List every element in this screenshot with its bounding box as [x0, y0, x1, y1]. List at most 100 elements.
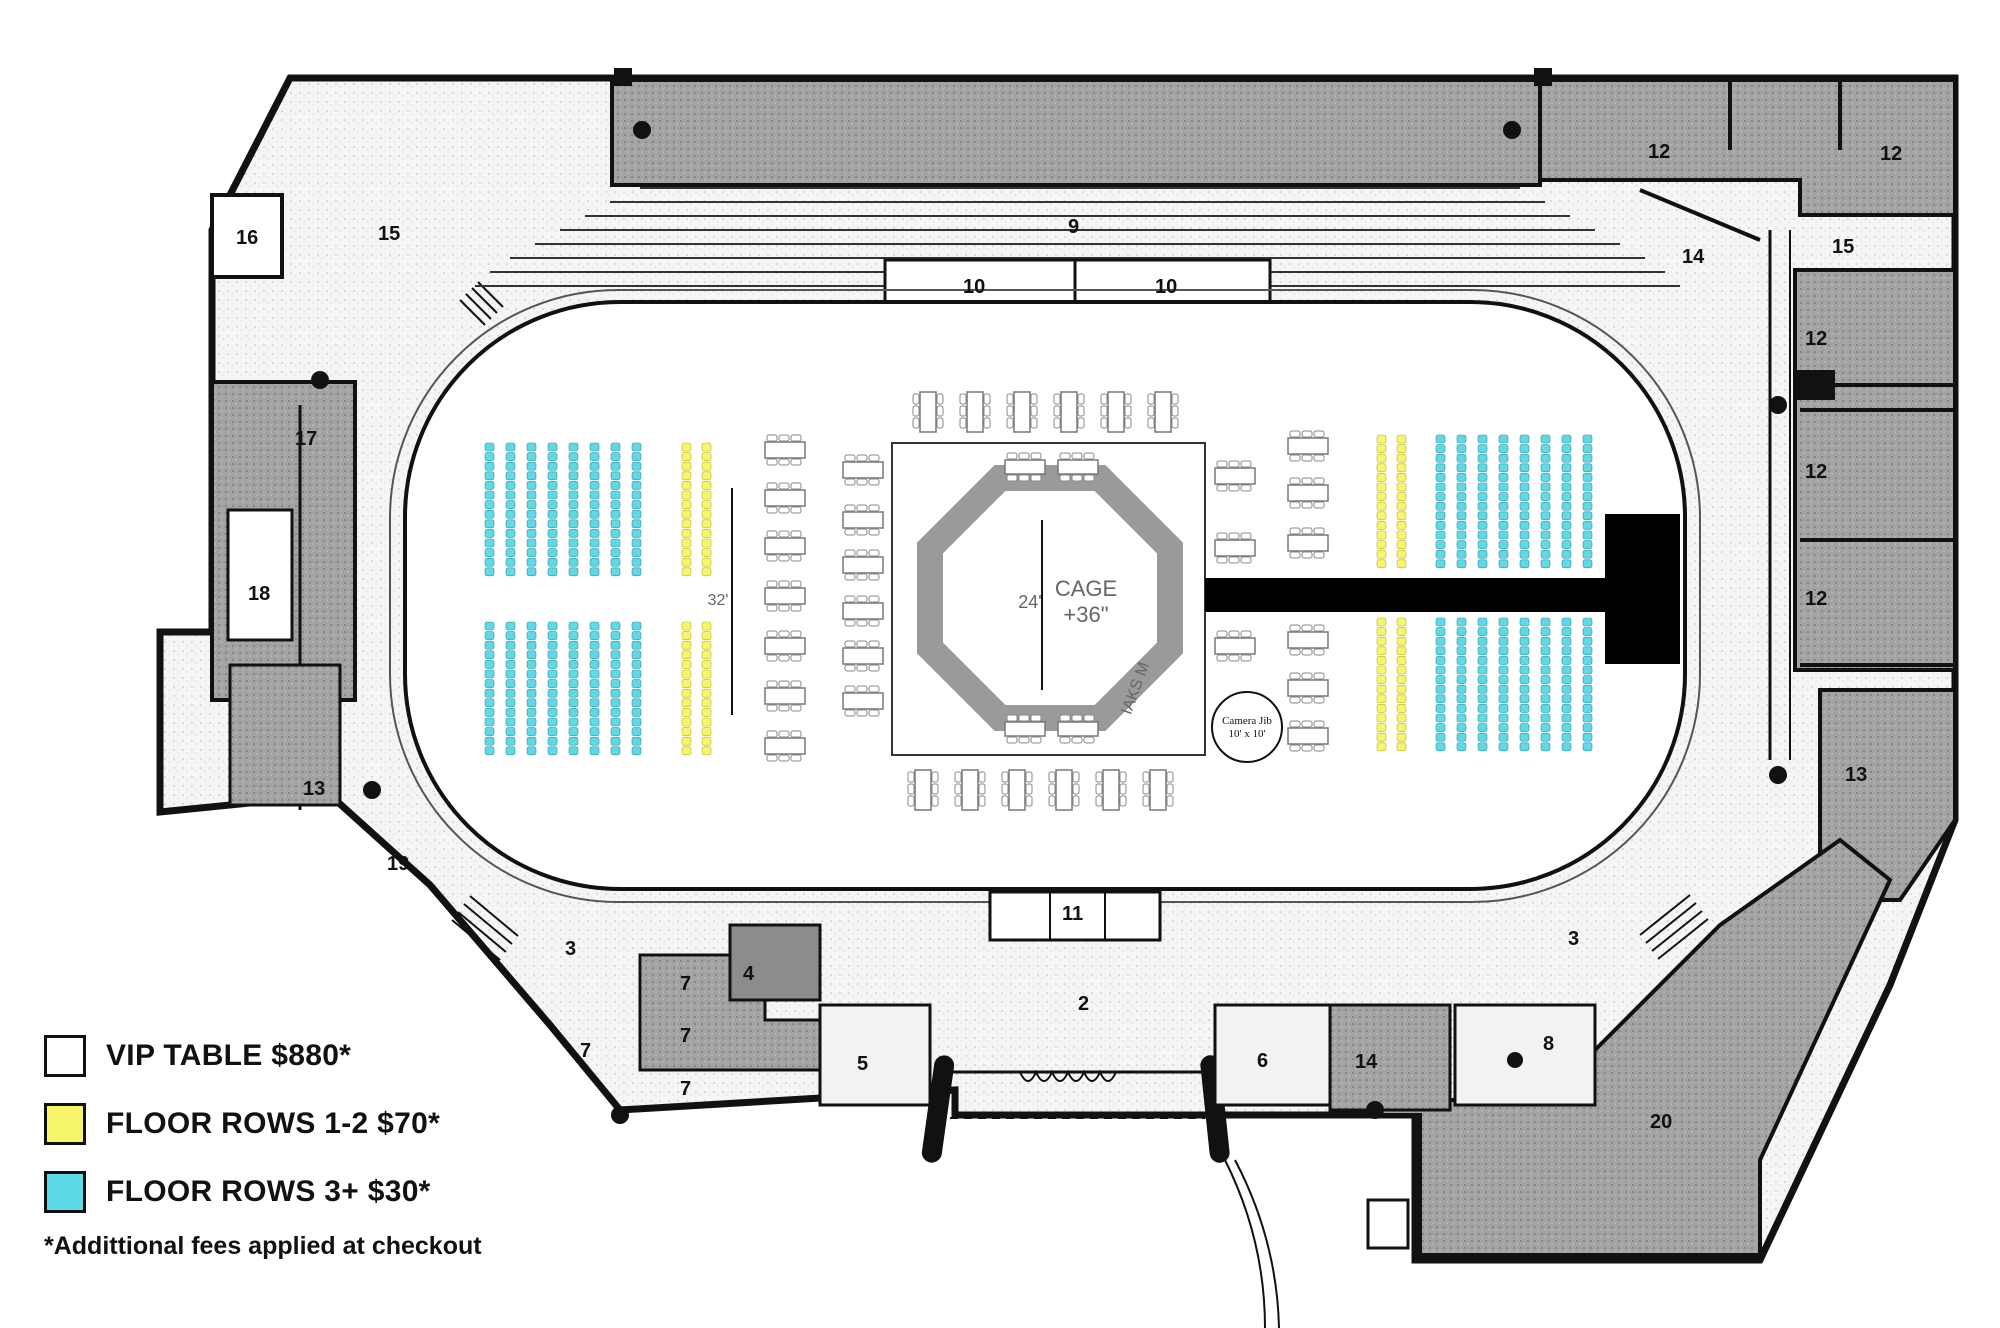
seat-row-left-upper-3[interactable]	[484, 442, 495, 577]
seat-row-left-upper-4[interactable]	[505, 442, 516, 577]
seat-row-left-lower-9[interactable]	[610, 621, 621, 756]
seat-row-left-lower-4[interactable]	[505, 621, 516, 756]
seat-row-left-lower-1[interactable]	[701, 621, 712, 756]
seat-row-right-lower-3[interactable]	[1435, 617, 1446, 752]
seat-row-left-lower-3[interactable]	[484, 621, 495, 756]
vip-table-34[interactable]	[1287, 720, 1329, 752]
vip-table-21[interactable]	[842, 504, 884, 536]
seat-row-right-upper-6[interactable]	[1498, 434, 1509, 569]
vip-table-14[interactable]	[764, 482, 806, 514]
seat-row-right-lower-2[interactable]	[1396, 617, 1407, 752]
seat-row-left-lower-8[interactable]	[589, 621, 600, 756]
seat-row-left-upper-7[interactable]	[568, 442, 579, 577]
stair-se	[1639, 894, 1709, 960]
seat-row-right-upper-4[interactable]	[1456, 434, 1467, 569]
vip-table-25[interactable]	[842, 685, 884, 717]
room-label-17: 17	[295, 428, 317, 450]
cage-label: CAGE	[1055, 576, 1117, 601]
seat-row-right-lower-5[interactable]	[1477, 617, 1488, 752]
vip-table-20[interactable]	[842, 454, 884, 486]
vip-table-30[interactable]	[1287, 477, 1329, 509]
room-6-block	[1213, 1003, 1332, 1107]
seat-row-right-upper-7[interactable]	[1519, 434, 1530, 569]
room-label-10-right: 10	[1155, 276, 1177, 298]
east-partitions	[1639, 80, 1955, 667]
room-label-10-left: 10	[963, 276, 985, 298]
legend-floor-rear: FLOOR ROWS 3+ $30*	[44, 1158, 604, 1226]
vip-table-2[interactable]	[959, 391, 991, 433]
vip-table-19[interactable]	[764, 730, 806, 762]
room-label-6: 6	[1257, 1050, 1268, 1072]
vip-table-16[interactable]	[764, 580, 806, 612]
vip-table-38[interactable]	[1057, 714, 1099, 744]
seat-row-left-upper-6[interactable]	[547, 442, 558, 577]
vip-table-5[interactable]	[1100, 391, 1132, 433]
seat-row-right-upper-8[interactable]	[1540, 434, 1551, 569]
vip-table-31[interactable]	[1287, 527, 1329, 559]
room-label-12b: 12	[1880, 143, 1902, 165]
seat-row-left-upper-5[interactable]	[526, 442, 537, 577]
section-11	[988, 890, 1162, 942]
vip-table-28[interactable]	[1214, 630, 1256, 662]
seat-row-left-lower-2[interactable]	[681, 621, 692, 756]
room-label-11: 11	[1062, 903, 1083, 925]
seat-row-right-lower-9[interactable]	[1561, 617, 1572, 752]
seat-row-left-upper-9[interactable]	[610, 442, 621, 577]
room-label-7d: 7	[680, 1078, 691, 1100]
seat-row-right-upper-10[interactable]	[1582, 434, 1593, 569]
seat-row-right-lower-6[interactable]	[1498, 617, 1509, 752]
vip-table-10[interactable]	[1048, 769, 1080, 811]
vip-table-6[interactable]	[1147, 391, 1179, 433]
vip-table-27[interactable]	[1214, 532, 1256, 564]
room-label-2: 2	[1078, 993, 1089, 1015]
seat-row-left-upper-10[interactable]	[631, 442, 642, 577]
vip-table-13[interactable]	[764, 434, 806, 466]
seat-row-right-lower-10[interactable]	[1582, 617, 1593, 752]
vip-table-29[interactable]	[1287, 430, 1329, 462]
vip-table-11[interactable]	[1095, 769, 1127, 811]
seat-row-left-lower-5[interactable]	[526, 621, 537, 756]
vip-table-1[interactable]	[912, 391, 944, 433]
vip-table-37[interactable]	[1004, 714, 1046, 744]
northeast-rooms	[1538, 78, 1957, 217]
vip-table-7[interactable]	[907, 769, 939, 811]
vip-table-22[interactable]	[842, 549, 884, 581]
seat-row-left-lower-6[interactable]	[547, 621, 558, 756]
vip-table-36[interactable]	[1057, 452, 1099, 482]
seat-row-right-upper-5[interactable]	[1477, 434, 1488, 569]
walkway	[1205, 578, 1605, 612]
seat-row-right-lower-7[interactable]	[1519, 617, 1530, 752]
legend-swatch-floor-rear	[44, 1171, 86, 1213]
seat-row-left-upper-2[interactable]	[681, 442, 692, 577]
seat-row-left-lower-7[interactable]	[568, 621, 579, 756]
seat-row-right-lower-4[interactable]	[1456, 617, 1467, 752]
vip-table-26[interactable]	[1214, 460, 1256, 492]
vip-table-9[interactable]	[1001, 769, 1033, 811]
seat-row-right-upper-9[interactable]	[1561, 434, 1572, 569]
room-label-8: 8	[1543, 1033, 1554, 1055]
seat-row-left-upper-8[interactable]	[589, 442, 600, 577]
vip-table-8[interactable]	[954, 769, 986, 811]
vip-table-35[interactable]	[1004, 452, 1046, 482]
seat-row-right-upper-1[interactable]	[1376, 434, 1387, 569]
vip-table-33[interactable]	[1287, 672, 1329, 704]
room-label-4: 4	[743, 963, 755, 985]
vip-table-32[interactable]	[1287, 624, 1329, 656]
vip-table-23[interactable]	[842, 595, 884, 627]
north-concourse	[610, 78, 1542, 187]
seat-row-left-lower-10[interactable]	[631, 621, 642, 756]
seat-row-right-lower-8[interactable]	[1540, 617, 1551, 752]
vip-table-3[interactable]	[1006, 391, 1038, 433]
vip-table-18[interactable]	[764, 680, 806, 712]
vip-table-24[interactable]	[842, 640, 884, 672]
seat-row-left-upper-1[interactable]	[701, 442, 712, 577]
vip-table-4[interactable]	[1053, 391, 1085, 433]
seat-row-right-lower-1[interactable]	[1376, 617, 1387, 752]
seat-row-right-upper-2[interactable]	[1396, 434, 1407, 569]
column-8	[1507, 1052, 1523, 1068]
legend-vip: VIP TABLE $880*	[44, 1022, 604, 1090]
vip-table-12[interactable]	[1142, 769, 1174, 811]
seat-row-right-upper-3[interactable]	[1435, 434, 1446, 569]
vip-table-17[interactable]	[764, 630, 806, 662]
vip-table-15[interactable]	[764, 530, 806, 562]
